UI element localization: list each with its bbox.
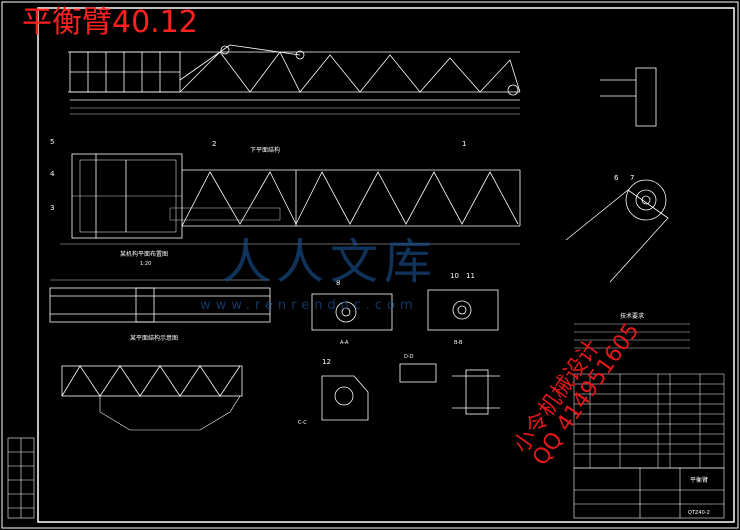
section-label-d: D-D <box>404 354 414 360</box>
callout-6: 6 <box>614 174 619 182</box>
watermark-url: www.renrendoc.com <box>200 298 418 313</box>
left-strip <box>7 437 35 519</box>
drawing-frame-inner <box>37 7 735 523</box>
callout-8: 8 <box>336 279 340 287</box>
section-label-b: B-B <box>454 340 463 346</box>
secondary-plan-view <box>49 279 271 323</box>
callout-11: 11 <box>466 272 475 280</box>
notes-title: 技术要求 <box>620 312 644 320</box>
drawing-number: QTZ40-2 <box>688 510 710 516</box>
section-views <box>311 289 500 421</box>
drawing-title: 平衡臂40.12 <box>22 5 198 40</box>
truss-side-view <box>61 365 243 431</box>
view-label-1-scale: 1:20 <box>140 261 151 267</box>
callout-1: 1 <box>462 140 466 148</box>
callout-5: 5 <box>50 138 54 146</box>
top-view-label: 下平面结构 <box>250 146 280 154</box>
title-block <box>573 467 725 519</box>
drawing-name: 平衡臂 <box>690 476 708 484</box>
watermark-text: 人人文库 <box>222 234 439 290</box>
top-elevation-view <box>68 44 521 115</box>
callout-3: 3 <box>50 204 54 212</box>
callout-2: 2 <box>212 140 216 148</box>
section-label-c: C-C <box>298 420 307 426</box>
view-label-1: 某机构平面布置图 <box>120 250 168 258</box>
detail-views <box>565 67 669 283</box>
callout-10: 10 <box>450 272 459 280</box>
section-label-a: A-A <box>340 340 349 346</box>
callout-7: 7 <box>630 174 634 182</box>
callout-4: 4 <box>50 170 55 178</box>
notes-block <box>574 323 690 349</box>
callout-12: 12 <box>322 358 331 366</box>
view-label-2: 某平面结构示意图 <box>130 334 178 342</box>
bom-table <box>573 373 725 469</box>
main-plan-view <box>60 153 521 245</box>
